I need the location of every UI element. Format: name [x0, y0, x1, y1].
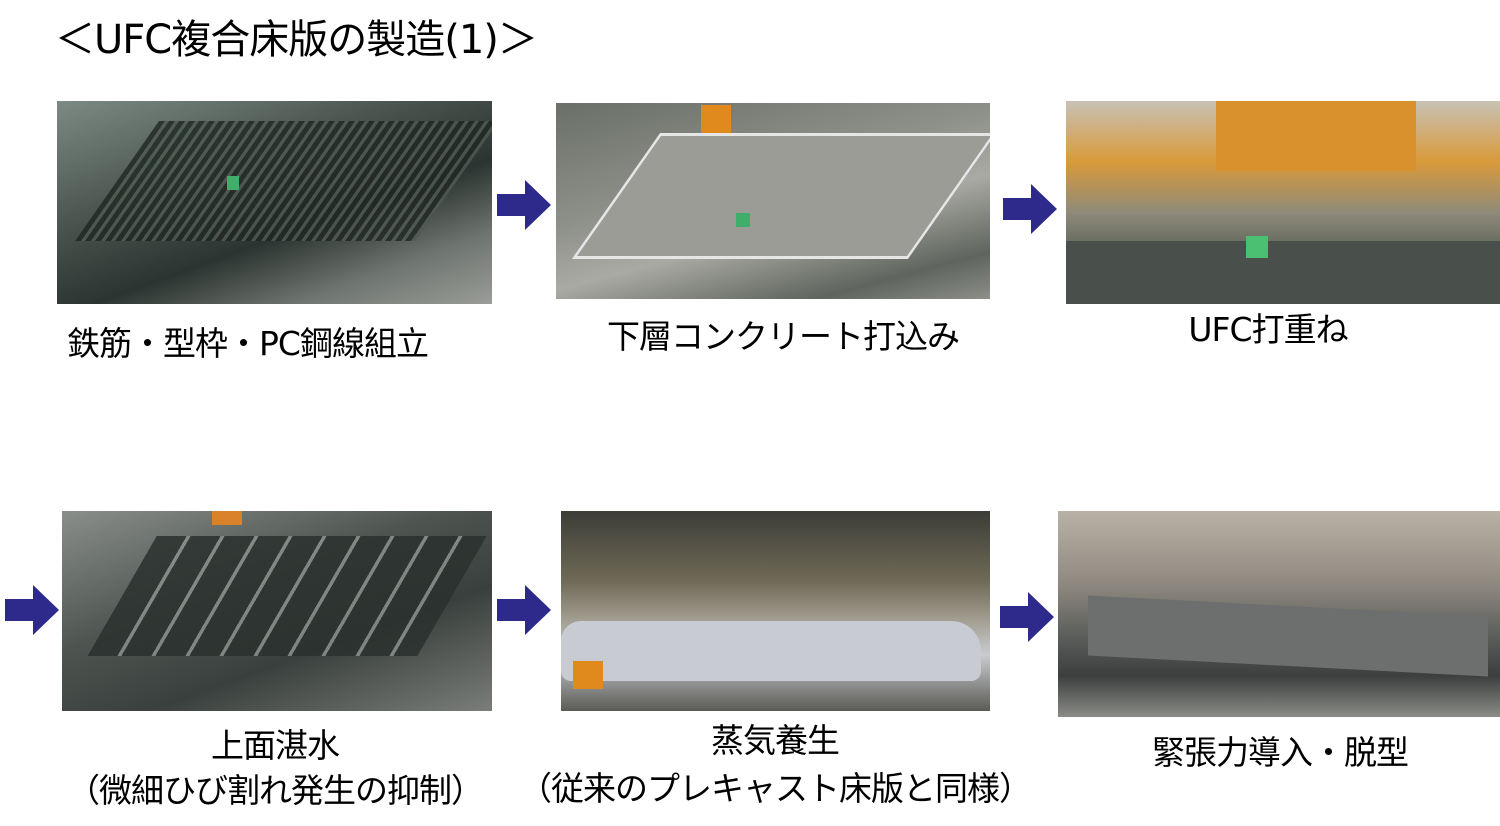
step-caption: 下層コンクリート打込み	[607, 317, 960, 356]
photo-top-surface-ponding	[62, 511, 492, 711]
photo-lower-concrete-pouring	[556, 103, 990, 299]
step-caption: 鉄筋・型枠・PC鋼線組立	[67, 324, 429, 363]
slide-title: ＜UFC複合床版の製造(1)＞	[55, 17, 538, 63]
step-note: （微細ひび割れ発生の抑制）	[67, 771, 484, 810]
step-caption: 上面湛水	[211, 726, 340, 765]
photo-tension-release-demolding	[1058, 511, 1500, 717]
step-caption: UFC打重ね	[1188, 310, 1348, 349]
photo-steam-curing	[561, 511, 990, 711]
photo-ufc-layering	[1066, 101, 1500, 304]
arrow-right-icon	[497, 180, 551, 230]
step-note: （従来のプレキャスト床版と同様）	[519, 769, 1032, 808]
photo-rebar-formwork-assembly	[57, 101, 492, 304]
arrow-right-icon	[1000, 592, 1054, 642]
arrow-right-icon	[5, 585, 59, 635]
step-caption: 緊張力導入・脱型	[1152, 733, 1409, 772]
step-caption: 蒸気養生	[711, 721, 840, 760]
arrow-right-icon	[497, 585, 551, 635]
arrow-right-icon	[1003, 184, 1057, 234]
